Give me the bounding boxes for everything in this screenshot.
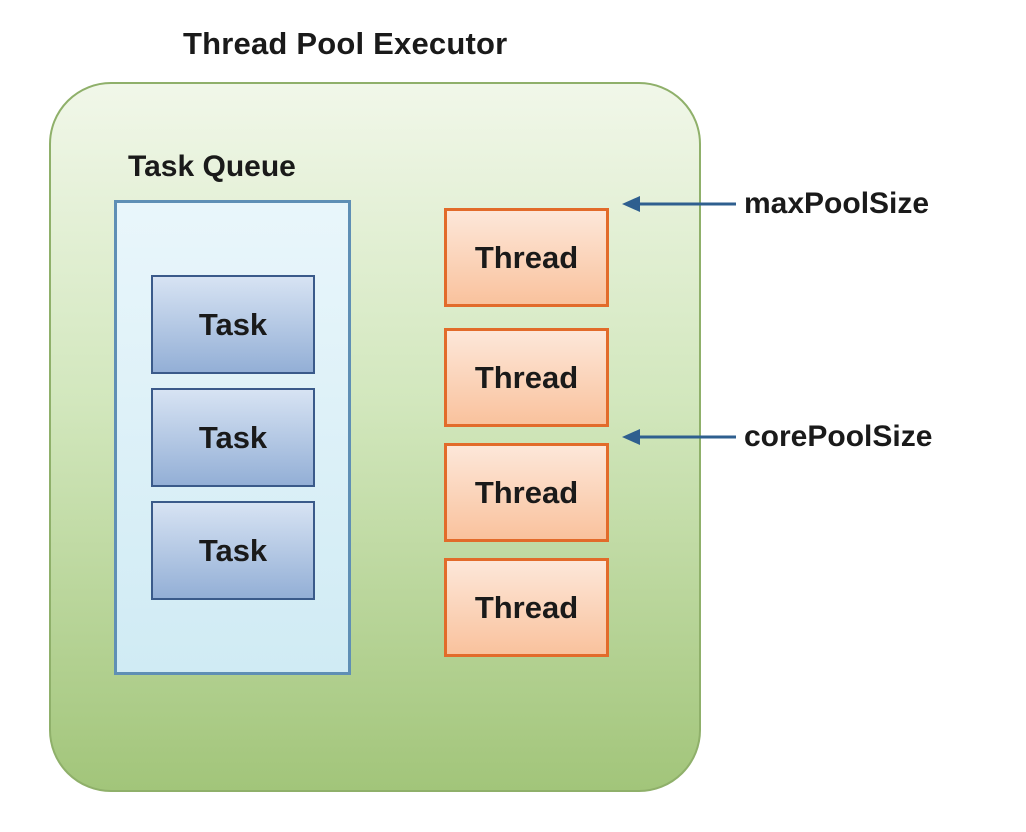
task-queue-label: Task Queue bbox=[128, 150, 296, 183]
max-pool-size-arrow-icon bbox=[622, 196, 736, 212]
max-pool-size-label: maxPoolSize bbox=[744, 187, 930, 220]
thread-box: Thread bbox=[444, 208, 609, 307]
task-box: Task bbox=[151, 501, 315, 600]
thread-box: Thread bbox=[444, 328, 609, 427]
core-pool-size-arrow-icon bbox=[622, 429, 736, 445]
thread-box: Thread bbox=[444, 443, 609, 542]
diagram-title: Thread Pool Executor bbox=[183, 26, 508, 61]
thread-box: Thread bbox=[444, 558, 609, 657]
task-box: Task bbox=[151, 388, 315, 487]
task-box: Task bbox=[151, 275, 315, 374]
core-pool-size-label: corePoolSize bbox=[744, 420, 933, 453]
